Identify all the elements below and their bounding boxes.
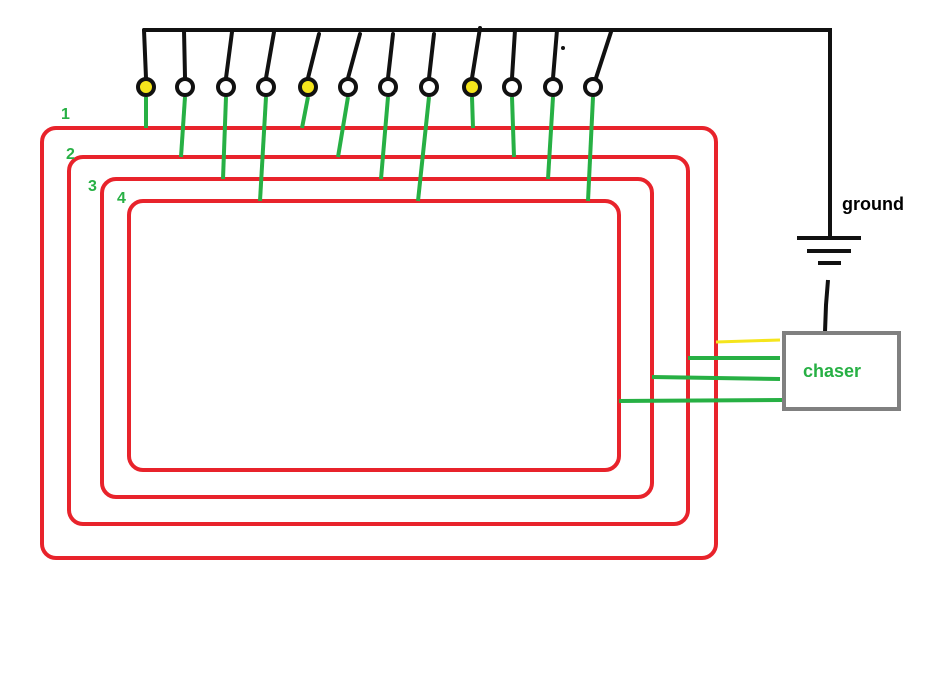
switch-wire-5 — [306, 32, 321, 80]
feed-wire-ring-4 — [618, 398, 783, 403]
switch-wire-2 — [182, 28, 187, 79]
chaser-feed-wires — [618, 338, 783, 403]
drop-wire-5 — [300, 96, 310, 129]
drop-wire-11 — [546, 96, 555, 180]
switch-wire-3 — [224, 30, 234, 80]
feed-wire-ring-3 — [651, 375, 781, 381]
switch-wire-11 — [551, 28, 559, 80]
switch-wire-7 — [386, 32, 395, 80]
lamp-10 — [502, 77, 522, 97]
ring-label-2: 2 — [66, 146, 75, 163]
ring-2 — [67, 155, 690, 526]
lamp-9 — [462, 77, 482, 97]
switch-wire-9 — [470, 26, 482, 80]
drop-wire-9 — [470, 96, 475, 129]
lamp-7 — [378, 77, 398, 97]
ring-4 — [127, 199, 621, 472]
ground-symbol-icon — [797, 236, 861, 333]
top-bus-wire — [142, 28, 832, 240]
lamp-3 — [216, 77, 236, 97]
rings — [40, 126, 718, 560]
ring-labels: 1 2 3 4 — [61, 106, 126, 207]
ring-label-4: 4 — [117, 190, 126, 207]
ring-3 — [100, 177, 654, 499]
lamps — [136, 77, 603, 97]
feed-wire-ring-1 — [715, 338, 781, 344]
switch-wire-12 — [594, 30, 613, 80]
lamp-5 — [298, 77, 318, 97]
lamp-12 — [583, 77, 603, 97]
lamp-8 — [419, 77, 439, 97]
lamp-4 — [256, 77, 276, 97]
switch-wire-10 — [510, 28, 517, 80]
switch-wire-8 — [427, 32, 436, 80]
ring-label-3: 3 — [88, 178, 97, 195]
stray-dot — [561, 46, 565, 50]
drop-wire-3 — [221, 96, 228, 180]
ring-1 — [40, 126, 718, 560]
switch-wire-6 — [346, 32, 362, 80]
drop-wire-7 — [379, 96, 390, 180]
drop-wire-4 — [258, 96, 268, 202]
chaser-box: chaser — [782, 331, 901, 411]
chaser-label: chaser — [803, 361, 861, 381]
lamp-2 — [175, 77, 195, 97]
drop-wire-12 — [586, 96, 595, 202]
drop-wire-2 — [179, 96, 187, 158]
lamp-drop-wires — [144, 96, 595, 202]
drop-wire-6 — [336, 96, 350, 158]
switch-wire-1 — [142, 28, 148, 80]
black-bus-wiring — [142, 26, 832, 240]
ground-label: ground — [842, 194, 904, 214]
switch-wire-4 — [264, 30, 276, 80]
lamp-1 — [136, 77, 156, 97]
ring-label-1: 1 — [61, 106, 70, 123]
lamp-6 — [338, 77, 358, 97]
drop-wire-8 — [416, 96, 431, 202]
drop-wire-10 — [510, 96, 516, 158]
lamp-11 — [543, 77, 563, 97]
